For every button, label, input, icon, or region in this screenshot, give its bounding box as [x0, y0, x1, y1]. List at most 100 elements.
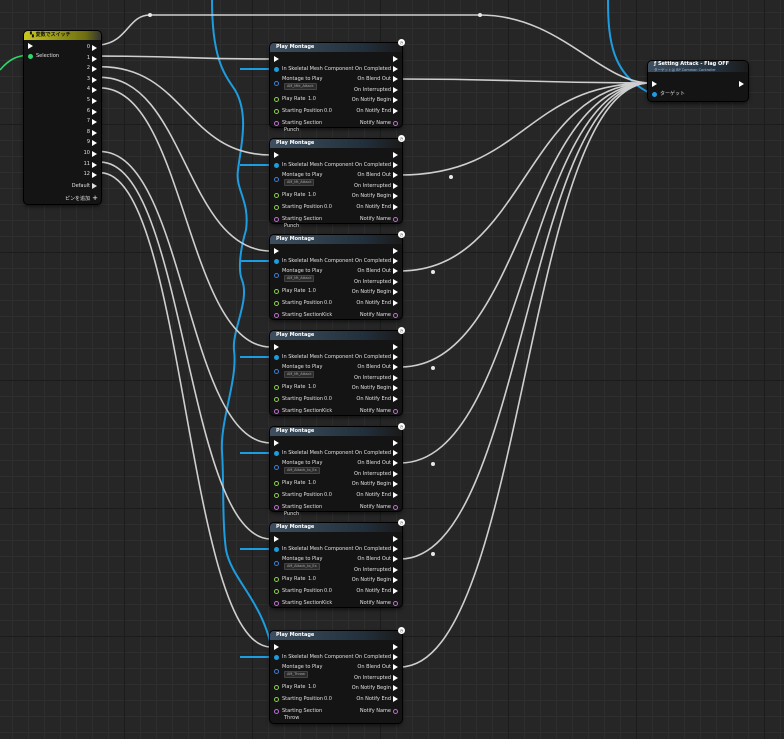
- on-completed-pin[interactable]: [393, 162, 398, 168]
- starting-position-value[interactable]: 0.0: [324, 492, 332, 498]
- on-notify-end-pin[interactable]: [393, 696, 398, 702]
- switch-output-pin[interactable]: [92, 161, 97, 168]
- on-notify-end-pin[interactable]: [393, 204, 398, 210]
- starting-position-value[interactable]: 0.0: [324, 696, 332, 702]
- on-interrupted-pin[interactable]: [393, 279, 398, 285]
- switch-output-pin[interactable]: [92, 108, 97, 115]
- starting-section-value[interactable]: Punch: [284, 511, 300, 517]
- set-exec-in-pin[interactable]: [652, 81, 657, 87]
- play-montage-header[interactable]: Play Montage: [270, 139, 402, 148]
- play-rate-pin[interactable]: [274, 577, 279, 582]
- montage-exec-in-pin[interactable]: [274, 536, 279, 542]
- play-montage-header[interactable]: Play Montage: [270, 331, 402, 340]
- in-skeletal-mesh-pin[interactable]: [274, 67, 279, 72]
- notify-name-pin[interactable]: [393, 121, 398, 126]
- play-montage-node[interactable]: Play Montage ◷ In Skeletal Mesh Componen…: [270, 327, 405, 415]
- montage-asset-dropdown[interactable]: AM_Mt_Attack: [284, 179, 315, 186]
- play-rate-pin[interactable]: [274, 481, 279, 486]
- play-montage-node[interactable]: Play Montage ◷ In Skeletal Mesh Componen…: [270, 231, 405, 319]
- play-montage-node[interactable]: Play Montage ◷ In Skeletal Mesh Componen…: [270, 519, 405, 607]
- play-rate-value[interactable]: 1.0: [308, 684, 316, 690]
- switch-on-int-node[interactable]: ▚ 変数でスイッチ Selection 0 1 2 3 4 5 6 7 8 9 …: [24, 31, 101, 204]
- montage-to-play-pin[interactable]: [274, 273, 279, 278]
- montage-exec-out-pin[interactable]: [393, 152, 398, 158]
- starting-position-value[interactable]: 0.0: [324, 108, 332, 114]
- starting-section-pin[interactable]: [274, 409, 279, 414]
- set-node-header[interactable]: ƒ Setting Attack - Flag OFF ターゲットは BP Co…: [648, 61, 748, 72]
- add-pin-icon[interactable]: +: [92, 194, 98, 202]
- on-blend-out-pin[interactable]: [393, 172, 398, 178]
- on-notify-end-pin[interactable]: [393, 492, 398, 498]
- starting-section-value[interactable]: Kick: [322, 600, 333, 606]
- montage-exec-in-pin[interactable]: [274, 248, 279, 254]
- play-rate-value[interactable]: 1.0: [308, 192, 316, 198]
- switch-default-pin[interactable]: [92, 183, 97, 189]
- switch-output-pin[interactable]: [92, 45, 97, 51]
- montage-to-play-pin[interactable]: [274, 669, 279, 674]
- on-interrupted-pin[interactable]: [393, 375, 398, 381]
- on-notify-end-pin[interactable]: [393, 108, 398, 114]
- on-interrupted-pin[interactable]: [393, 87, 398, 93]
- on-completed-pin[interactable]: [393, 66, 398, 72]
- switch-output-pin[interactable]: [92, 66, 97, 73]
- montage-to-play-pin[interactable]: [274, 177, 279, 182]
- on-completed-pin[interactable]: [393, 354, 398, 360]
- montage-asset-dropdown[interactable]: AM_Attack_to_Ex: [284, 467, 320, 474]
- play-montage-header[interactable]: Play Montage: [270, 427, 402, 436]
- switch-output-pin[interactable]: [92, 76, 97, 83]
- on-interrupted-pin[interactable]: [393, 471, 398, 477]
- starting-position-value[interactable]: 0.0: [324, 588, 332, 594]
- notify-name-pin[interactable]: [393, 313, 398, 318]
- in-skeletal-mesh-pin[interactable]: [274, 163, 279, 168]
- switch-node-header[interactable]: ▚ 変数でスイッチ: [24, 31, 101, 40]
- in-skeletal-mesh-pin[interactable]: [274, 655, 279, 660]
- play-montage-header[interactable]: Play Montage: [270, 235, 402, 244]
- on-notify-begin-pin[interactable]: [393, 577, 398, 583]
- starting-position-pin[interactable]: [274, 589, 279, 594]
- montage-to-play-pin[interactable]: [274, 561, 279, 566]
- play-rate-pin[interactable]: [274, 193, 279, 198]
- starting-section-value[interactable]: Punch: [284, 127, 300, 133]
- on-blend-out-pin[interactable]: [393, 556, 398, 562]
- starting-section-value[interactable]: Punch: [284, 223, 300, 229]
- starting-section-pin[interactable]: [274, 217, 279, 222]
- starting-section-pin[interactable]: [274, 601, 279, 606]
- on-completed-pin[interactable]: [393, 258, 398, 264]
- on-interrupted-pin[interactable]: [393, 183, 398, 189]
- montage-exec-out-pin[interactable]: [393, 536, 398, 542]
- starting-position-pin[interactable]: [274, 301, 279, 306]
- play-montage-node[interactable]: Play Montage ◷ In Skeletal Mesh Componen…: [270, 39, 405, 133]
- switch-output-pin[interactable]: [92, 87, 97, 94]
- switch-output-pin[interactable]: [92, 98, 97, 104]
- notify-name-pin[interactable]: [393, 409, 398, 414]
- on-blend-out-pin[interactable]: [393, 460, 398, 466]
- starting-position-pin[interactable]: [274, 697, 279, 702]
- on-notify-end-pin[interactable]: [393, 300, 398, 306]
- starting-section-value[interactable]: Kick: [322, 312, 333, 318]
- starting-section-pin[interactable]: [274, 313, 279, 318]
- montage-asset-dropdown[interactable]: AM_Mt_Attack: [284, 275, 315, 282]
- setting-attack-flag-off-node[interactable]: ƒ Setting Attack - Flag OFF ターゲットは BP Co…: [648, 61, 748, 101]
- on-blend-out-pin[interactable]: [393, 664, 398, 670]
- starting-section-pin[interactable]: [274, 505, 279, 510]
- montage-to-play-pin[interactable]: [274, 369, 279, 374]
- montage-exec-out-pin[interactable]: [393, 440, 398, 446]
- montage-exec-in-pin[interactable]: [274, 56, 279, 62]
- montage-asset-dropdown[interactable]: AM_Mt_Attack: [284, 371, 315, 378]
- notify-name-pin[interactable]: [393, 217, 398, 222]
- on-blend-out-pin[interactable]: [393, 76, 398, 82]
- on-notify-begin-pin[interactable]: [393, 193, 398, 199]
- starting-section-pin[interactable]: [274, 121, 279, 126]
- play-montage-header[interactable]: Play Montage: [270, 523, 402, 532]
- on-interrupted-pin[interactable]: [393, 675, 398, 681]
- montage-exec-out-pin[interactable]: [393, 344, 398, 350]
- switch-output-pin[interactable]: [92, 119, 97, 126]
- montage-exec-in-pin[interactable]: [274, 344, 279, 350]
- montage-to-play-pin[interactable]: [274, 81, 279, 86]
- play-montage-header[interactable]: Play Montage: [270, 631, 402, 640]
- set-exec-out-pin[interactable]: [739, 81, 744, 87]
- starting-position-pin[interactable]: [274, 109, 279, 114]
- on-notify-end-pin[interactable]: [393, 588, 398, 594]
- starting-section-pin[interactable]: [274, 709, 279, 714]
- montage-exec-out-pin[interactable]: [393, 56, 398, 62]
